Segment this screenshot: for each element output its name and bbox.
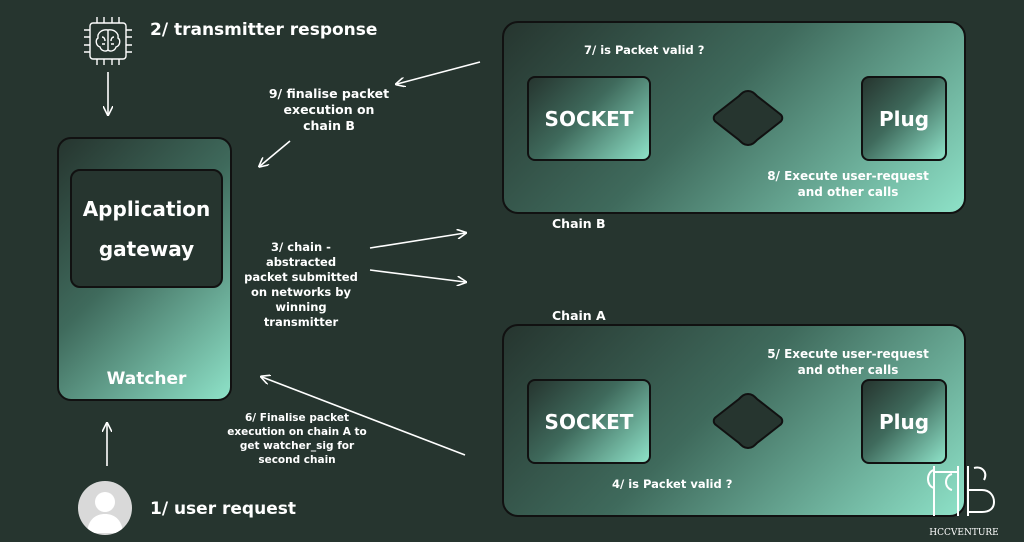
chain-a-label: Chain A (552, 308, 606, 323)
arrow-chainb-to-step9 (397, 61, 481, 84)
step8-label: 8/ Execute user-request and other calls (767, 169, 929, 199)
logo-mark-icon (927, 466, 996, 516)
step4-label: 4/ is Packet valid ? (612, 477, 733, 491)
socket-a-box: SOCKET (527, 379, 651, 464)
plug-a-label: Plug (878, 409, 930, 434)
gateway-title: Application gateway (82, 196, 211, 261)
step3-label: 3/ chain - abstracted packet submitted o… (244, 240, 358, 329)
plug-a-box: Plug (861, 379, 947, 464)
socket-b-box: SOCKET (527, 76, 651, 161)
step2-label: 2/ transmitter response (150, 20, 378, 40)
user-avatar-icon[interactable] (78, 481, 132, 535)
step9-label: 9/ finalise packet execution on chain B (268, 86, 390, 133)
chain-a-panel: 5/ Execute user-request and other calls … (502, 324, 966, 517)
arrow-chaina-to-gateway (262, 377, 466, 456)
chain-b-label: Chain B (552, 216, 606, 231)
chip-brain-icon (80, 14, 136, 68)
socket-a-label: SOCKET (544, 409, 634, 434)
socket-b-label: SOCKET (544, 106, 634, 131)
step6-label: 6/ Finalise packet execution on chain A … (227, 412, 367, 466)
arrow-step3-to-chainb (369, 233, 465, 249)
step5-label: 5/ Execute user-request and other calls (767, 347, 929, 377)
decision-diamond-icon (710, 89, 786, 147)
decision-diamond-icon (710, 392, 786, 450)
watcher-label: Watcher (106, 369, 187, 389)
hccventure-logo: HCCVENTURE (924, 460, 1004, 540)
application-gateway-panel: Application gateway Watcher (57, 137, 232, 401)
plug-b-label: Plug (878, 106, 930, 131)
logo-text: HCCVENTURE (929, 528, 999, 538)
plug-b-box: Plug (861, 76, 947, 161)
gateway-title-box: Application gateway (70, 169, 223, 288)
chain-b-panel: 7/ is Packet valid ? SOCKET Plug 8/ Exec… (502, 21, 966, 214)
step1-label: 1/ user request (150, 499, 296, 519)
step7-label: 7/ is Packet valid ? (584, 43, 705, 57)
arrow-step3-to-chaina (369, 269, 465, 282)
arrow-step9-to-gateway (260, 140, 291, 166)
